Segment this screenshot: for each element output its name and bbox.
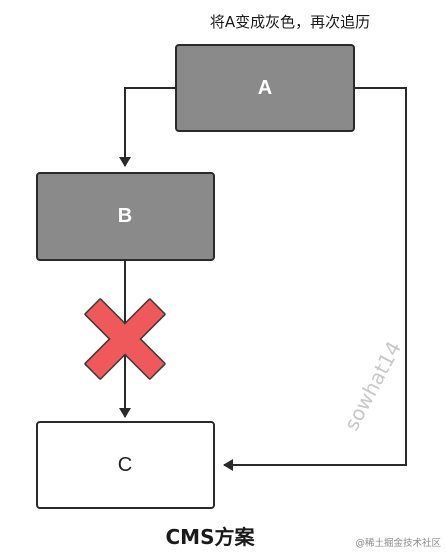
cross-mark-icon xyxy=(84,298,166,380)
node-b-label: B xyxy=(118,205,132,227)
caption-text: CMS方案 xyxy=(166,525,256,549)
credit-text: @稀土掘金技术社区 xyxy=(355,537,441,549)
edge-a-to-b xyxy=(119,87,176,167)
node-a-label: A xyxy=(258,77,272,99)
node-c: C xyxy=(36,421,215,509)
annotation-text: 将A变成灰色，再次追历 xyxy=(210,13,370,31)
watermark-text: sowhat14 xyxy=(339,337,406,434)
edge-a-to-c xyxy=(223,87,407,471)
node-b: B xyxy=(36,172,215,261)
node-a: A xyxy=(175,44,355,132)
node-c-label: C xyxy=(118,454,132,476)
